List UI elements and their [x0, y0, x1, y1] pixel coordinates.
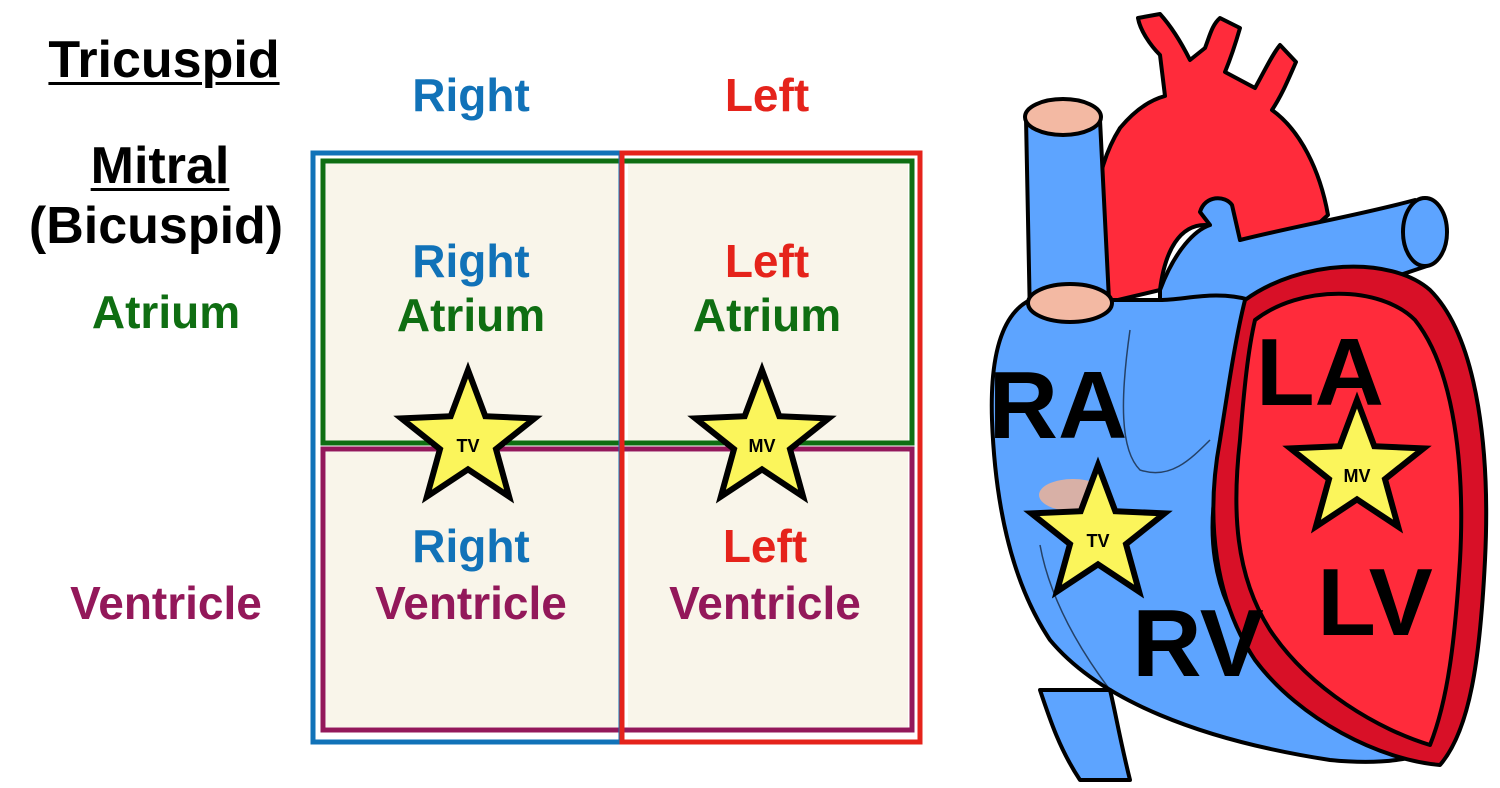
left-ventricle-side-text: Left [723, 520, 807, 572]
mitral-valve-star-icon [687, 361, 837, 504]
tricuspid-valve-star-icon [393, 361, 543, 504]
heart-tricuspid-star-label: TV [1086, 531, 1109, 551]
bicuspid-label: (Bicuspid) [28, 197, 284, 255]
right-ventricle-cell [326, 452, 619, 727]
left-heart-chambers [1234, 291, 1464, 747]
right-column-header: Right [412, 69, 530, 121]
left-column-header: Left [724, 69, 810, 121]
heart-label-la: LA [1256, 319, 1384, 426]
right-ventricle-side-text: Right [412, 520, 530, 572]
right-atrium-side-text: Right [412, 235, 530, 287]
heart-mitral-star-icon [1282, 391, 1432, 534]
heart-label-lv: LV [1317, 549, 1433, 656]
left-atrium-side-text: Left [725, 235, 809, 287]
ventricle-row-outline [320, 446, 915, 733]
heart-tricuspid-star-icon [1023, 456, 1173, 599]
right-atrium-chamber-text: Atrium [397, 289, 545, 341]
atrium-row-label: Atrium [91, 286, 241, 338]
left-column-outline [619, 150, 923, 745]
left-ventricle-cell [628, 452, 908, 727]
ventricle-row-label: Ventricle [70, 577, 262, 629]
atrium-row-outline [320, 158, 915, 446]
inferior-vena-cava [1038, 688, 1132, 782]
ra-vessel-cap [1026, 282, 1114, 324]
tricuspid-valve-star-label: TV [456, 436, 479, 456]
right-ventricle-chamber-text: Ventricle [375, 577, 567, 629]
left-atrium-chamber-text: Atrium [693, 289, 841, 341]
pulmonary-branch-cap [1401, 196, 1449, 268]
mitral-valve-star-label: MV [749, 436, 776, 456]
heart-label-ra: RA [989, 352, 1128, 459]
svc-cap [1023, 97, 1103, 137]
tricuspid-label: Tricuspid [48, 31, 280, 89]
left-ventricle-chamber-text: Ventricle [669, 577, 861, 629]
mitral-label: Mitral [90, 137, 230, 195]
heart-label-rv: RV [1132, 590, 1264, 697]
heart-mitral-star-label: MV [1344, 466, 1371, 486]
